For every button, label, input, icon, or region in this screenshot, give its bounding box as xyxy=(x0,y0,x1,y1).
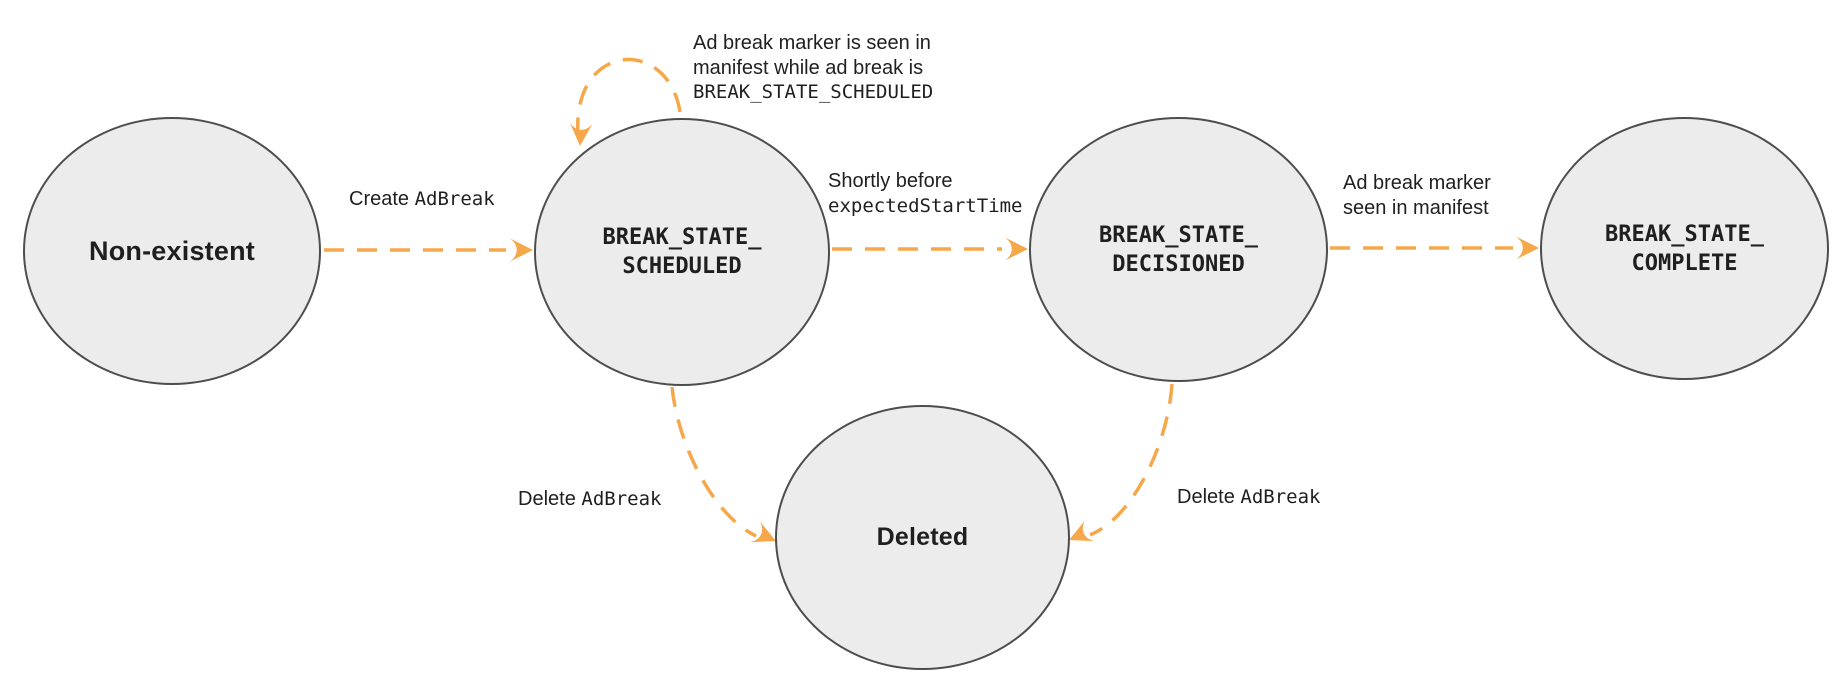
edge-label-line2-code: expectedStartTime xyxy=(828,195,1023,217)
edge-label-line1: Ad break marker is seen in xyxy=(693,32,931,54)
arrowhead-icon xyxy=(1516,236,1539,260)
edge-label-text: Create xyxy=(349,188,415,210)
state-label-deleted: Deleted xyxy=(876,523,969,551)
state-label-line2: SCHEDULED xyxy=(622,254,742,279)
edge-label-text: Delete xyxy=(1177,486,1241,508)
arrowhead-icon xyxy=(750,521,776,543)
edge-label-self-loop: Ad break marker is seen in manifest whil… xyxy=(693,31,933,105)
edge-label-line2: seen in manifest xyxy=(1343,197,1489,219)
edge-label-line1: Shortly before xyxy=(828,170,953,192)
edge-label-line1: Ad break marker xyxy=(1343,172,1491,194)
edge-label-shortly-before: Shortly before expectedStartTime xyxy=(828,169,1022,219)
arrowhead-icon xyxy=(569,122,593,146)
edge-label-text: Delete xyxy=(518,488,582,510)
edge-label-code: AdBreak xyxy=(581,488,662,510)
state-label-non-existent: Non-existent xyxy=(89,235,255,266)
state-node-break-state-complete: BREAK_STATE_ COMPLETE xyxy=(1540,117,1829,380)
state-node-deleted: Deleted xyxy=(775,405,1070,670)
edge-label-marker-seen: Ad break marker seen in manifest xyxy=(1343,171,1491,221)
arrowhead-icon xyxy=(1069,520,1095,542)
arrowhead-icon xyxy=(1005,237,1028,261)
edge-label-delete-adbreak-left: Delete AdBreak xyxy=(518,487,661,512)
state-label-break-state-complete: BREAK_STATE_ COMPLETE xyxy=(1605,220,1764,278)
state-label-break-state-decisioned: BREAK_STATE_ DECISIONED xyxy=(1099,221,1258,279)
state-node-non-existent: Non-existent xyxy=(23,117,321,385)
arrowhead-icon xyxy=(510,238,533,262)
edge-delete-from-scheduled xyxy=(670,386,757,538)
state-label-break-state-scheduled: BREAK_STATE_ SCHEDULED xyxy=(603,223,762,281)
state-node-break-state-decisioned: BREAK_STATE_ DECISIONED xyxy=(1029,117,1328,382)
state-label-line1: BREAK_STATE_ xyxy=(1099,222,1258,248)
edge-label-create-adbreak: Create AdBreak xyxy=(349,187,495,212)
edge-delete-from-decisioned xyxy=(1089,383,1174,537)
edge-self-loop xyxy=(576,57,682,135)
state-node-break-state-scheduled: BREAK_STATE_ SCHEDULED xyxy=(534,118,830,386)
edge-label-code: AdBreak xyxy=(414,188,495,210)
state-label-line1: BREAK_STATE_ xyxy=(602,225,762,250)
edge-label-code: AdBreak xyxy=(1240,486,1321,508)
state-label-line2: COMPLETE xyxy=(1631,250,1738,276)
edge-label-delete-adbreak-right: Delete AdBreak xyxy=(1177,485,1320,510)
edge-label-line2: manifest while ad break is xyxy=(693,56,924,79)
edge-label-line3-code: BREAK_STATE_SCHEDULED xyxy=(693,81,934,103)
state-label-line2: DECISIONED xyxy=(1112,251,1245,277)
state-label-line1: BREAK_STATE_ xyxy=(1605,221,1764,247)
